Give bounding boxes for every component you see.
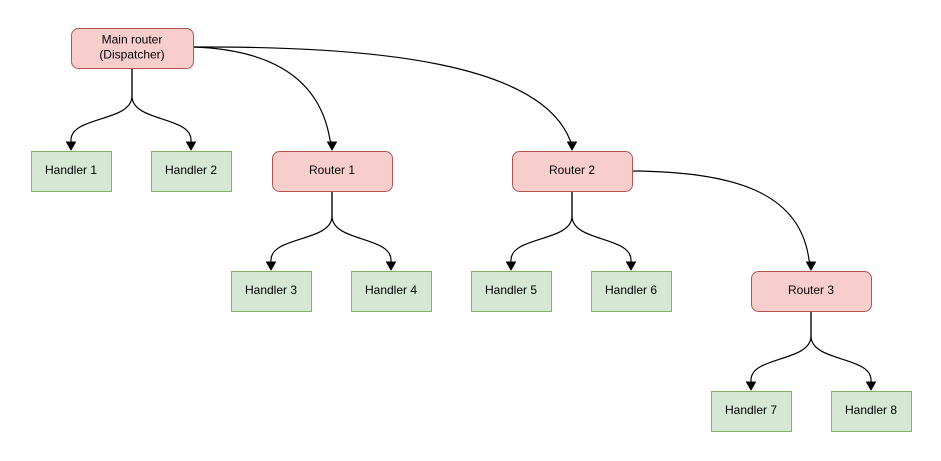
edge-arrowhead-icon	[66, 141, 76, 151]
edge-line	[331, 190, 392, 265]
node-handler-6[interactable]: Handler 6	[591, 271, 672, 312]
node-handler-1[interactable]: Handler 1	[31, 151, 112, 192]
edge-main-router-to-handler-2	[131, 67, 196, 151]
node-router-1[interactable]: Router 1	[272, 151, 393, 192]
node-box[interactable]	[272, 151, 393, 192]
node-box[interactable]	[31, 151, 112, 192]
edge-router-3-to-handler-7	[746, 310, 812, 391]
node-box[interactable]	[751, 271, 872, 312]
node-box[interactable]	[71, 28, 194, 69]
edge-line	[192, 46, 333, 145]
node-box[interactable]	[151, 151, 232, 192]
nodes-layer: Main router(Dispatcher) Handler 1 Handler …	[31, 28, 912, 432]
edge-arrowhead-icon	[806, 261, 816, 271]
edge-line	[70, 67, 133, 145]
node-box[interactable]	[512, 151, 633, 192]
edge-arrowhead-icon	[866, 381, 876, 391]
edge-line	[631, 170, 812, 265]
edge-arrowhead-icon	[626, 261, 636, 271]
edge-arrowhead-icon	[567, 141, 577, 151]
edge-arrowhead-icon	[327, 141, 337, 151]
node-handler-3[interactable]: Handler 3	[231, 271, 312, 312]
edges-layer	[66, 46, 876, 391]
node-box[interactable]	[471, 271, 552, 312]
node-box[interactable]	[591, 271, 672, 312]
node-box[interactable]	[231, 271, 312, 312]
edge-router-1-to-handler-3	[266, 190, 333, 271]
edge-main-router-to-router-2	[192, 46, 577, 151]
edge-arrowhead-icon	[386, 261, 396, 271]
edge-line	[571, 190, 632, 265]
edge-router-2-to-router-3	[631, 170, 816, 271]
edge-main-router-to-handler-1	[66, 67, 133, 151]
node-main-router[interactable]: Main router(Dispatcher)	[71, 28, 194, 69]
edge-arrowhead-icon	[746, 381, 756, 391]
edge-line	[810, 310, 872, 385]
edge-arrowhead-icon	[266, 261, 276, 271]
edge-router-2-to-handler-5	[506, 190, 573, 271]
edge-main-router-to-router-1	[192, 46, 337, 151]
node-box[interactable]	[351, 271, 432, 312]
edge-router-2-to-handler-6	[571, 190, 636, 271]
edge-line	[510, 190, 573, 265]
edge-arrowhead-icon	[506, 261, 516, 271]
node-handler-8[interactable]: Handler 8	[831, 391, 912, 432]
edge-line	[270, 190, 333, 265]
node-handler-5[interactable]: Handler 5	[471, 271, 552, 312]
node-box[interactable]	[711, 391, 792, 432]
edge-router-1-to-handler-4	[331, 190, 396, 271]
edge-router-3-to-handler-8	[810, 310, 876, 391]
node-box[interactable]	[831, 391, 912, 432]
edge-line	[131, 67, 192, 145]
node-router-3[interactable]: Router 3	[751, 271, 872, 312]
node-router-2[interactable]: Router 2	[512, 151, 633, 192]
edge-line	[192, 46, 573, 145]
node-handler-4[interactable]: Handler 4	[351, 271, 432, 312]
edge-arrowhead-icon	[186, 141, 196, 151]
node-handler-7[interactable]: Handler 7	[711, 391, 792, 432]
edge-line	[750, 310, 812, 385]
node-handler-2[interactable]: Handler 2	[151, 151, 232, 192]
